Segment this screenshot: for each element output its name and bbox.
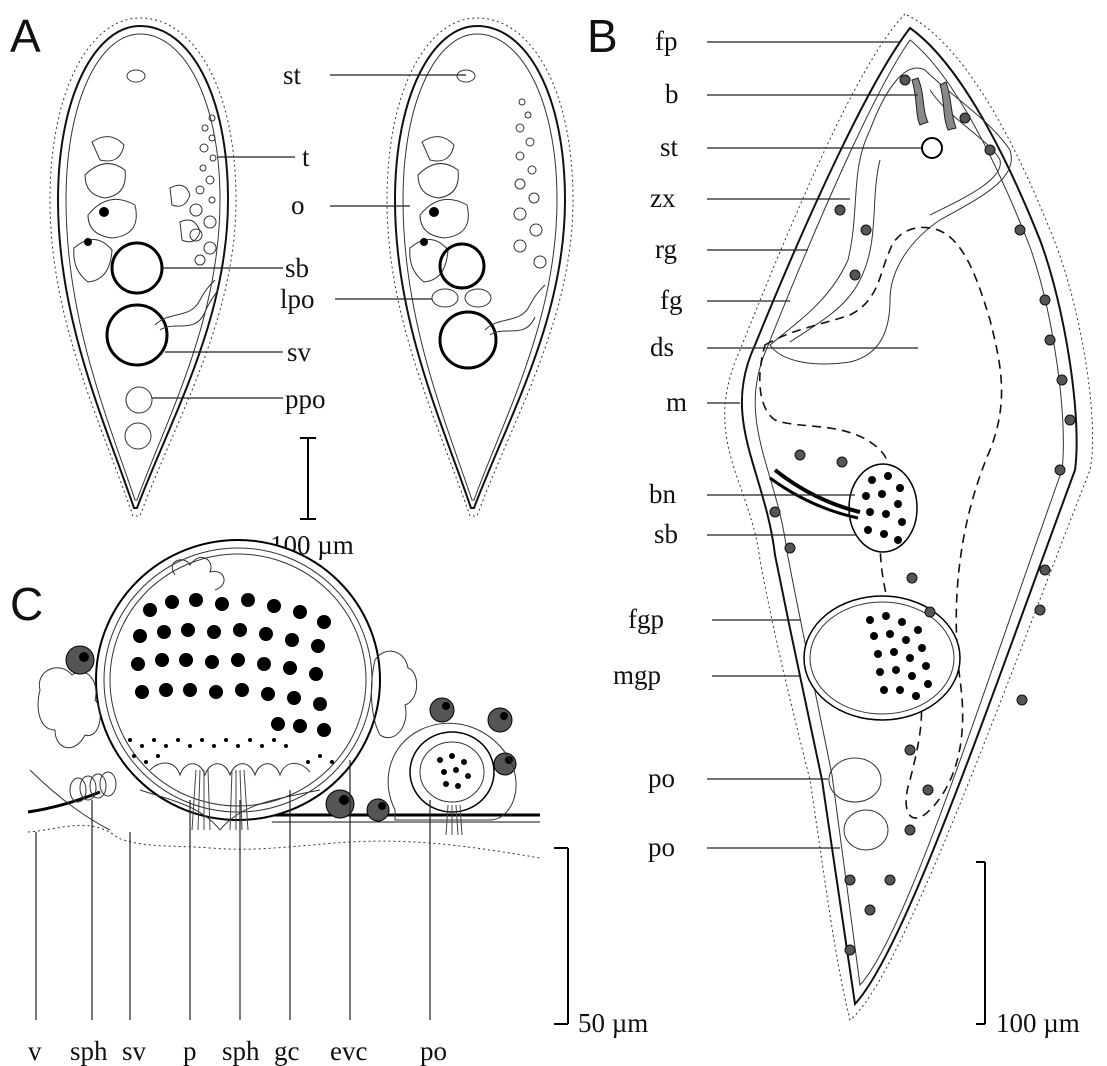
label-m: m bbox=[666, 387, 687, 417]
panel-c-drawing bbox=[28, 540, 540, 858]
scale-bar-c: 50 µm bbox=[554, 848, 648, 1038]
panel-b-animal bbox=[725, 14, 1093, 1020]
label-po: po bbox=[420, 1036, 447, 1066]
label-ppo: ppo bbox=[285, 384, 326, 414]
label-po-1: po bbox=[648, 763, 675, 793]
label-sb: sb bbox=[285, 253, 309, 283]
panel-a-animal-left bbox=[50, 18, 236, 516]
scale-bar-a: 100 µm bbox=[270, 438, 354, 560]
label-sb: sb bbox=[654, 519, 678, 549]
label-rg: rg bbox=[655, 234, 677, 264]
panel-a-labels: st t o sb lpo sv ppo bbox=[280, 60, 326, 414]
panel-c-labels: v sph sv p sph gc evc po bbox=[28, 1036, 447, 1066]
panel-a-animal-right bbox=[387, 18, 573, 516]
label-zx: zx bbox=[650, 183, 676, 213]
panel-b-leaders bbox=[707, 42, 922, 848]
panel-label-b: B bbox=[587, 10, 618, 62]
label-o: o bbox=[291, 190, 305, 220]
label-p: p bbox=[183, 1036, 197, 1066]
scale-label-c: 50 µm bbox=[578, 1008, 648, 1038]
label-sv: sv bbox=[122, 1036, 147, 1066]
parenchyma-cells bbox=[770, 75, 1075, 955]
label-v: v bbox=[28, 1036, 42, 1066]
label-sph-2: sph bbox=[222, 1036, 260, 1066]
label-t: t bbox=[302, 142, 310, 172]
label-st: st bbox=[283, 60, 302, 90]
panel-label-c: C bbox=[10, 578, 43, 630]
ovary bbox=[74, 137, 200, 282]
scale-label-b: 100 µm bbox=[996, 1008, 1080, 1038]
label-st: st bbox=[660, 132, 679, 162]
label-sph-1: sph bbox=[70, 1036, 108, 1066]
label-gc: gc bbox=[274, 1036, 300, 1066]
label-po-2: po bbox=[648, 832, 675, 862]
label-evc: evc bbox=[330, 1036, 367, 1066]
sphincter-left bbox=[70, 772, 116, 802]
testis bbox=[190, 115, 216, 265]
label-ds: ds bbox=[650, 332, 674, 362]
label-fp: fp bbox=[655, 26, 678, 56]
label-sv: sv bbox=[287, 337, 312, 367]
label-lpo: lpo bbox=[280, 284, 315, 314]
panel-b-labels: fp b st zx rg fg ds m bn sb fgp mgp po p… bbox=[613, 26, 687, 862]
label-fg: fg bbox=[660, 285, 683, 315]
label-bn: bn bbox=[649, 479, 677, 509]
label-b: b bbox=[665, 79, 679, 109]
label-fgp: fgp bbox=[628, 604, 664, 634]
scale-bar-b: 100 µm bbox=[976, 862, 1080, 1038]
label-mgp: mgp bbox=[613, 660, 661, 690]
panel-label-a: A bbox=[10, 10, 41, 62]
